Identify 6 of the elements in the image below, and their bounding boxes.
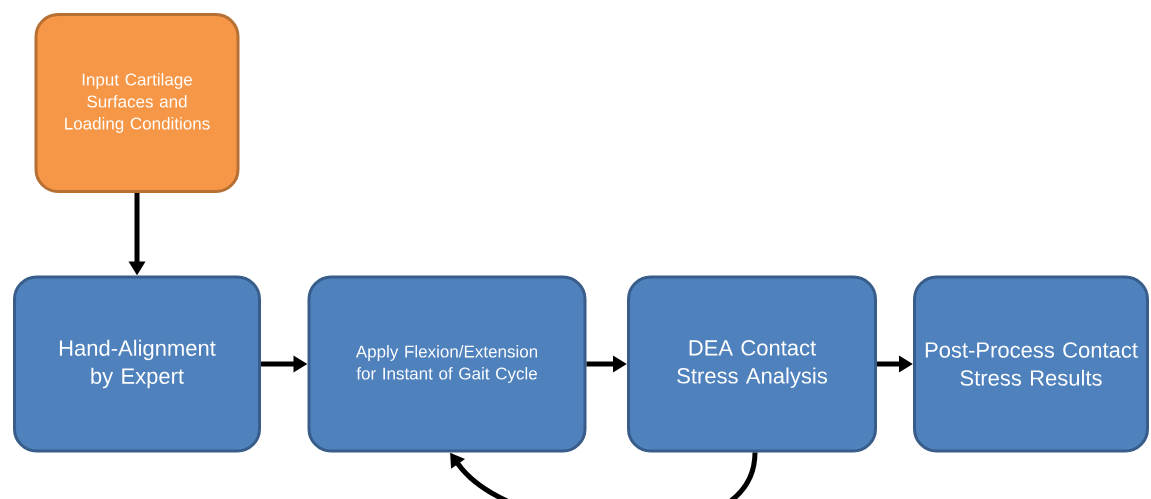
process-box: Post-Process Contact Stress Results xyxy=(913,275,1149,453)
process-box: DEA Contact Stress Analysis xyxy=(627,275,877,453)
arrow xyxy=(450,452,758,499)
process-box: Hand-Alignment by Expert xyxy=(13,275,261,453)
input-box: Input Cartilage Surfaces and Loading Conditions xyxy=(34,13,240,193)
process-box: Apply Flexion/Extension for Instant of Gait Cycle xyxy=(307,275,587,453)
